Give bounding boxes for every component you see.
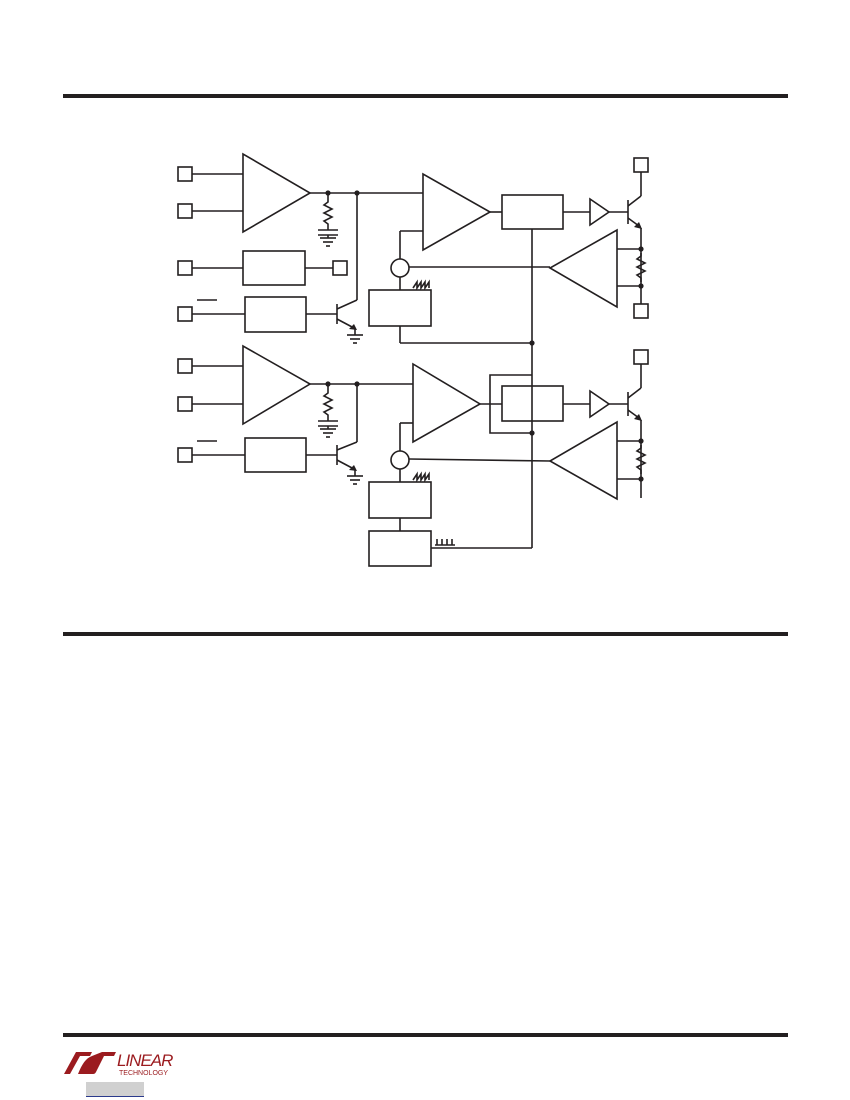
current-sense-amplifier [548,228,618,309]
function-block [244,296,307,333]
driver-buffer [589,389,611,419]
capacitor-ground-icon [318,229,338,247]
logo-text: LINEAR [117,1051,173,1070]
error-amplifier [242,344,312,426]
summing-node [390,450,410,470]
logic-block [501,194,564,230]
pin-box [177,447,193,463]
pin-box [177,306,193,322]
npn-transistor-icon [627,387,642,421]
pin-box [177,166,193,182]
linear-technology-logo: LINEAR TECHNOLOGY [64,1051,174,1077]
pin-box [177,203,193,219]
resistor-icon [322,384,334,421]
pin-box [177,396,193,412]
middle-rule [63,632,788,636]
lower-channel [177,343,649,567]
function-block [242,250,306,286]
sawtooth-waveform-icon [412,471,430,483]
pwm-comparator [422,172,492,252]
pulse-train-icon [435,539,455,546]
npn-transistor-icon [336,299,358,330]
resistor-icon [322,193,334,230]
npn-transistor-icon [627,195,642,229]
current-sense-amplifier [548,420,618,501]
bottom-rule [63,1033,788,1037]
npn-transistor-icon [336,441,358,471]
pin-box [177,260,193,276]
top-rule [63,94,788,98]
resistor-icon [635,253,647,282]
resistor-icon [635,445,647,474]
pin-box [332,260,348,276]
ground-icon [347,334,363,344]
pin-box [177,358,193,374]
driver-buffer [589,197,611,227]
block-diagram [177,152,649,567]
upper-channel [177,152,649,346]
oscillator-block [368,481,432,519]
pin-box [633,157,649,173]
ground-icon [347,475,363,485]
page-link[interactable] [86,1082,144,1097]
sawtooth-waveform-icon [412,279,430,291]
pin-box [633,303,649,319]
function-block [244,437,307,473]
logo-subtext: TECHNOLOGY [119,1070,168,1077]
error-amplifier [242,152,312,234]
pwm-comparator [412,362,482,444]
summing-node [390,258,410,278]
pin-box [633,349,649,365]
capacitor-ground-icon [318,420,338,438]
oscillator-block [368,289,432,327]
clock-block [368,530,432,567]
